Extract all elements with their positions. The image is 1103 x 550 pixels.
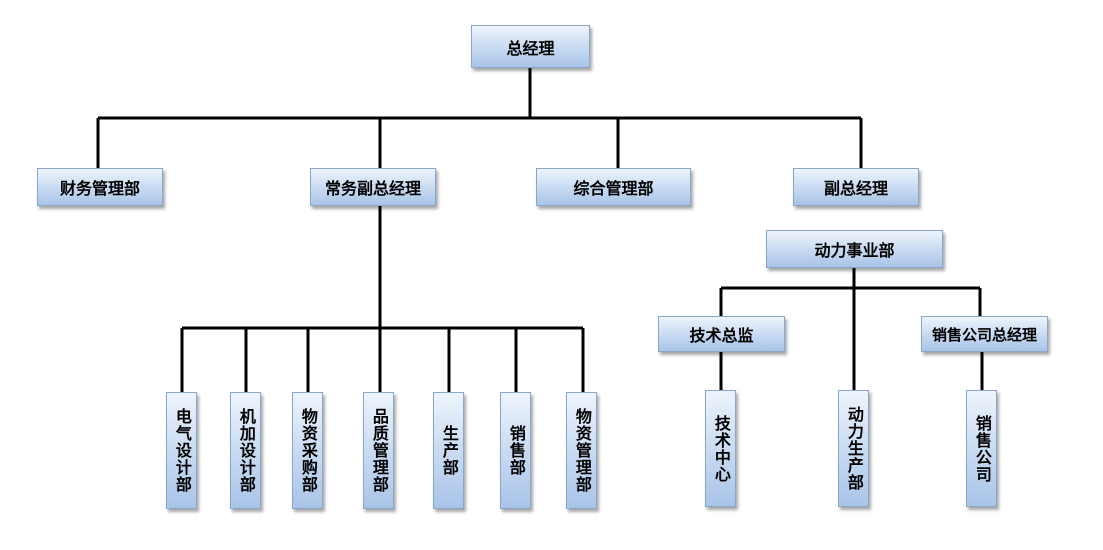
sales-gm-box: 销售公司总经理 [921,316,1048,352]
power-division-box: 动力事业部 [766,230,943,268]
tech-center-label: 技术中心 [711,414,731,483]
dept-label: 物资管理部 [572,408,592,493]
general-box: 综合管理部 [536,168,691,206]
power-production-box: 动力生产部 [838,390,869,507]
general-label: 综合管理部 [573,179,654,198]
vp-label: 副总经理 [823,179,888,198]
power-production-label: 动力生产部 [844,406,864,491]
finance-box: 财务管理部 [37,168,163,206]
tech-center-box: 技术中心 [705,390,736,507]
finance-label: 财务管理部 [59,179,140,198]
tech-director-box: 技术总监 [658,316,785,352]
vp-box: 副总经理 [793,168,919,206]
dept-label: 机加设计部 [236,408,256,493]
dept-label: 物资采购部 [298,408,318,493]
dept-box-sales: 销售部 [500,392,531,509]
dept-box-quality: 品质管理部 [363,392,394,509]
exec-vp-label: 常务副总经理 [324,179,421,198]
dept-label: 电气设计部 [172,408,192,493]
dept-label: 销售部 [506,425,526,476]
sales-company-label: 销售公司 [972,414,992,483]
sales-company-box: 销售公司 [966,390,997,507]
dept-box-machining: 机加设计部 [230,392,261,509]
dept-box-production: 生产部 [433,392,464,509]
dept-box-procurement: 物资采购部 [292,392,323,509]
power-division-label: 动力事业部 [814,241,895,260]
exec-vp-box: 常务副总经理 [310,168,436,206]
tech-director-label: 技术总监 [689,326,754,345]
dept-label: 生产部 [439,425,459,476]
ceo-box: 总经理 [471,25,590,68]
ceo-label: 总经理 [506,38,555,58]
dept-box-materials: 物资管理部 [566,392,597,509]
dept-box-electrical: 电气设计部 [166,392,197,509]
dept-label: 品质管理部 [369,408,389,493]
sales-gm-label: 销售公司总经理 [931,325,1037,344]
